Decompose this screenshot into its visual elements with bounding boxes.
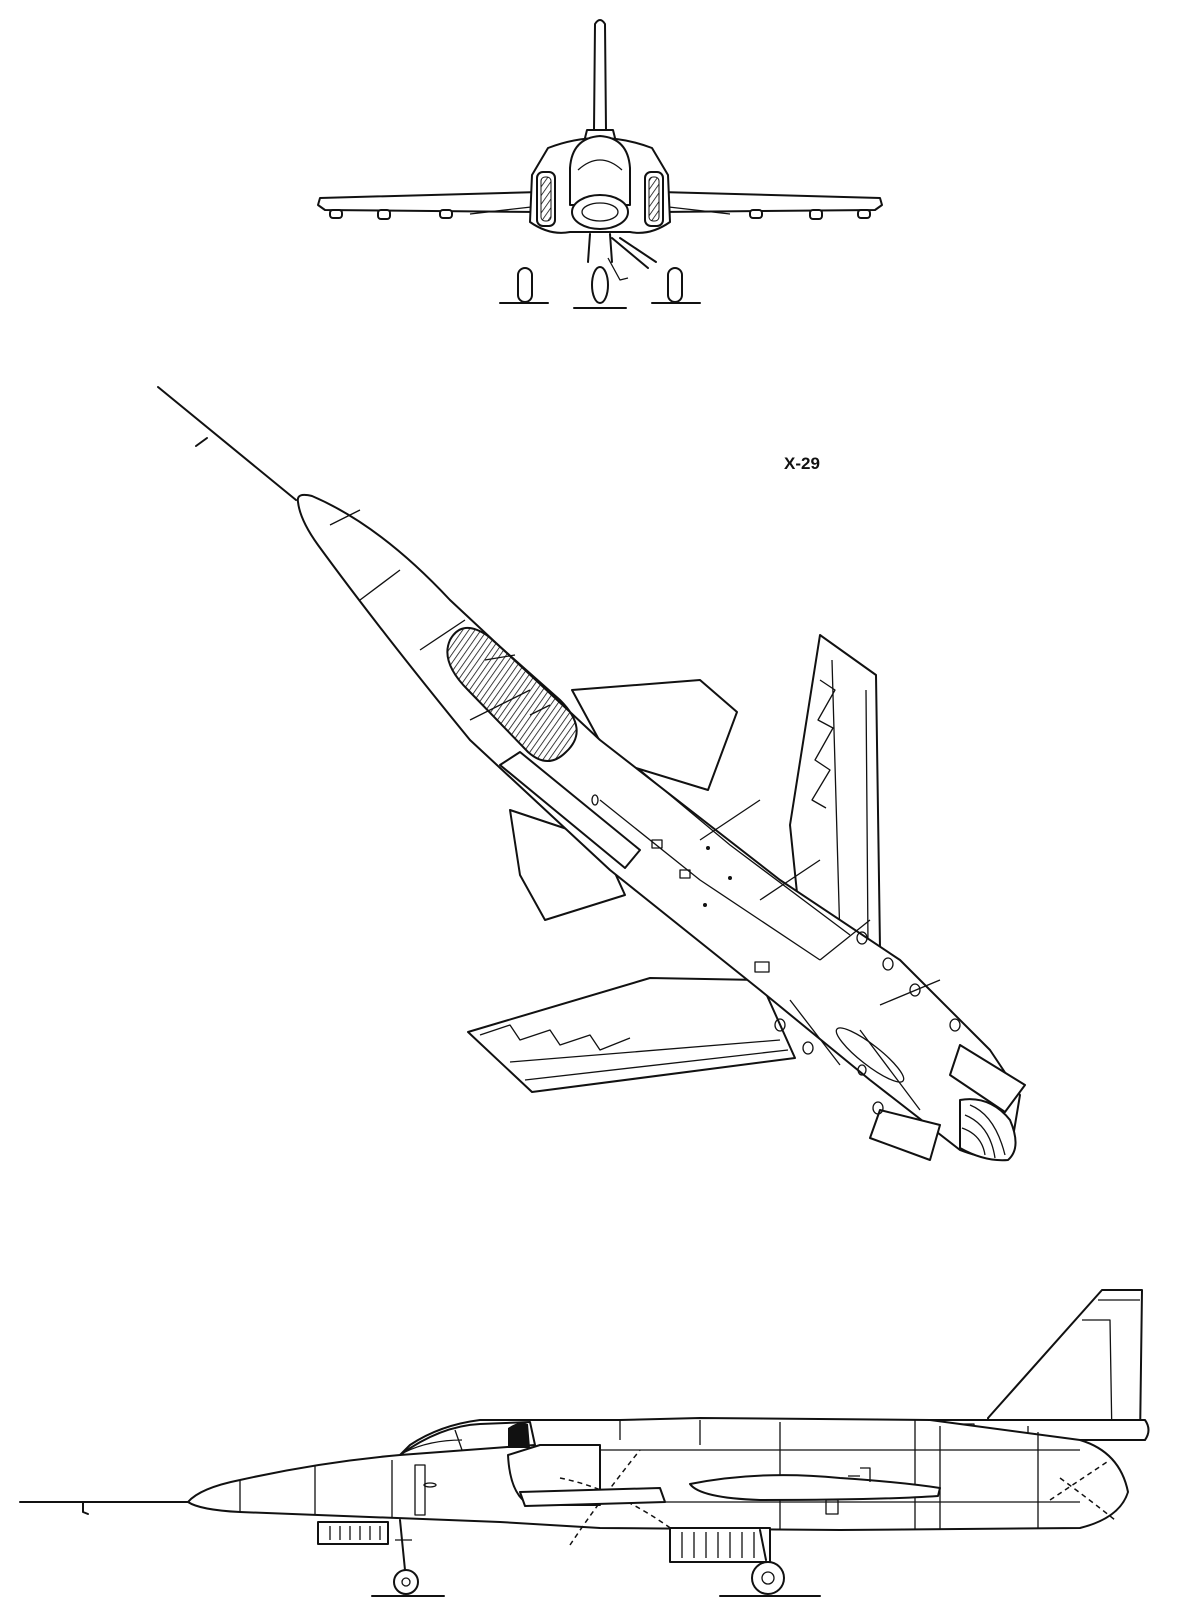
front-fin xyxy=(593,19,607,131)
side-vertical-tail xyxy=(987,1289,1143,1441)
side-view xyxy=(19,1289,1150,1597)
front-main-wheel-right xyxy=(667,267,683,303)
front-wing-right xyxy=(659,191,883,213)
aircraft-title: X-29 xyxy=(784,454,820,473)
top-nose-boom xyxy=(157,386,297,501)
top-wing-lower xyxy=(467,977,796,1093)
front-main-wheel-left xyxy=(517,267,533,303)
side-nose-wheel xyxy=(393,1569,419,1595)
front-wing-left xyxy=(317,191,541,213)
side-fuselage xyxy=(187,1417,1129,1531)
side-vents-forward xyxy=(317,1521,389,1545)
side-canopy xyxy=(399,1421,536,1456)
front-nose-wheel xyxy=(591,266,609,304)
side-vents-aft xyxy=(669,1527,771,1563)
side-main-wheel xyxy=(751,1561,785,1595)
front-view xyxy=(317,19,883,309)
top-canopy xyxy=(446,627,578,762)
top-view xyxy=(157,386,1026,1162)
front-canopy xyxy=(569,135,631,206)
front-nose xyxy=(571,194,629,230)
